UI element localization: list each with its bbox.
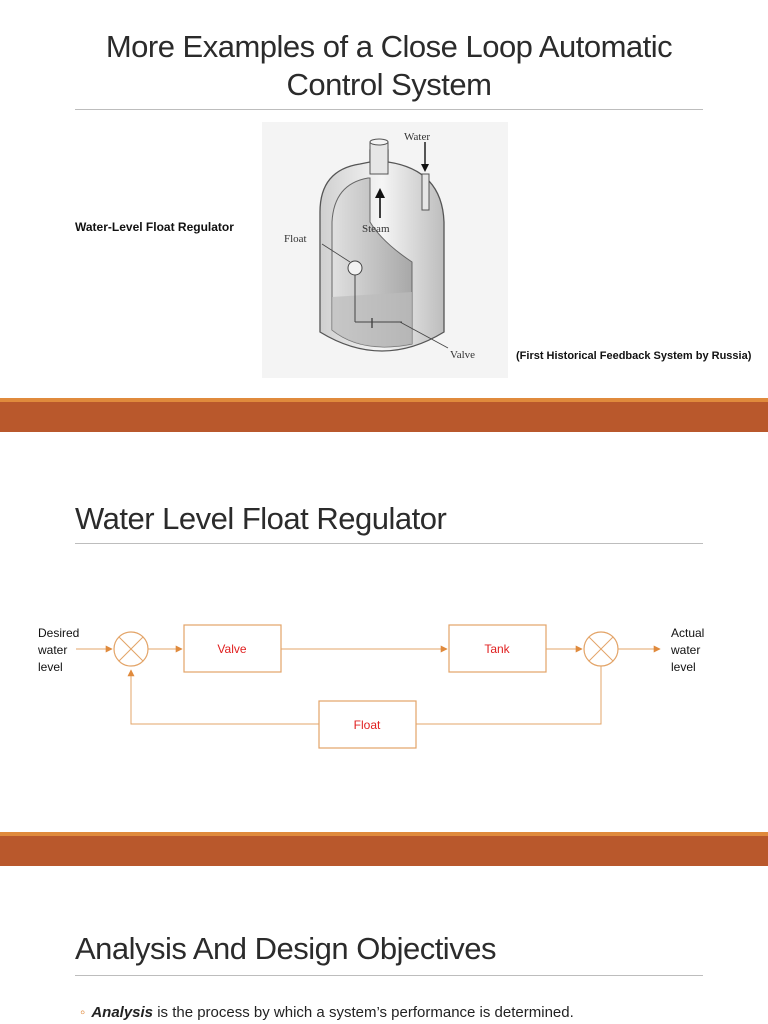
title-line-1: More Examples of a Close Loop Automatic xyxy=(105,29,673,64)
block-diagram: Desired water level Valve Tank Actual wa… xyxy=(37,624,704,749)
valve-label: Valve xyxy=(450,349,475,361)
steam-label: Steam xyxy=(362,223,390,235)
slide-2-title: Water Level Float Regulator xyxy=(75,501,447,536)
boiler-illustration: Water Steam Float Valve xyxy=(262,122,508,378)
valve-leader xyxy=(399,321,449,349)
steam-pipe xyxy=(369,141,389,175)
slide-1-title: More Examples of a Close Loop Automatic … xyxy=(75,28,703,104)
slide-3-title: Analysis And Design Objectives xyxy=(75,931,496,966)
bullet-analysis: ◦ Analysis is the process by which a syst… xyxy=(80,1004,574,1021)
water-pipe xyxy=(421,173,430,211)
float-block-label: Float xyxy=(354,718,381,732)
bullet-text: is the process by which a system’s perfo… xyxy=(153,1004,574,1021)
divider-stripe xyxy=(0,398,768,402)
water-label: Water xyxy=(404,131,430,143)
tank-block-label: Tank xyxy=(484,642,510,656)
valve-block xyxy=(183,624,282,673)
bullet-term: Analysis xyxy=(91,1004,154,1021)
title-rule xyxy=(75,543,703,544)
output-label-3: level xyxy=(671,660,696,674)
steam-pipe-top xyxy=(369,138,389,146)
float-ball xyxy=(347,260,363,276)
input-label-3: level xyxy=(38,660,63,674)
float-leader xyxy=(321,243,351,263)
junction-1-cross-b xyxy=(118,636,144,662)
tank-block xyxy=(448,624,547,673)
slide-divider xyxy=(0,398,768,432)
float-label: Float xyxy=(284,233,307,245)
junction-2-cross-b xyxy=(588,636,614,662)
title-line-2: Control System xyxy=(286,67,492,102)
divider-stripe xyxy=(0,832,768,836)
valve-block-label: Valve xyxy=(217,642,246,656)
title-rule xyxy=(75,109,703,110)
output-label-1: Actual xyxy=(671,626,704,640)
slide-divider xyxy=(0,832,768,866)
input-label-2: water xyxy=(37,643,67,657)
feedback-line-right xyxy=(416,666,602,725)
bullet-marker: ◦ xyxy=(80,1004,86,1021)
input-label-1: Desired xyxy=(38,626,79,640)
regulator-label: Water-Level Float Regulator xyxy=(75,220,234,234)
water-arrow-head xyxy=(421,164,429,172)
steam-arrow-head xyxy=(375,188,385,198)
slide-3 xyxy=(0,866,768,1024)
output-label-2: water xyxy=(670,643,700,657)
illustration-caption: (First Historical Feedback System by Rus… xyxy=(516,350,752,362)
title-rule xyxy=(75,975,703,976)
feedback-line-left xyxy=(127,669,319,725)
